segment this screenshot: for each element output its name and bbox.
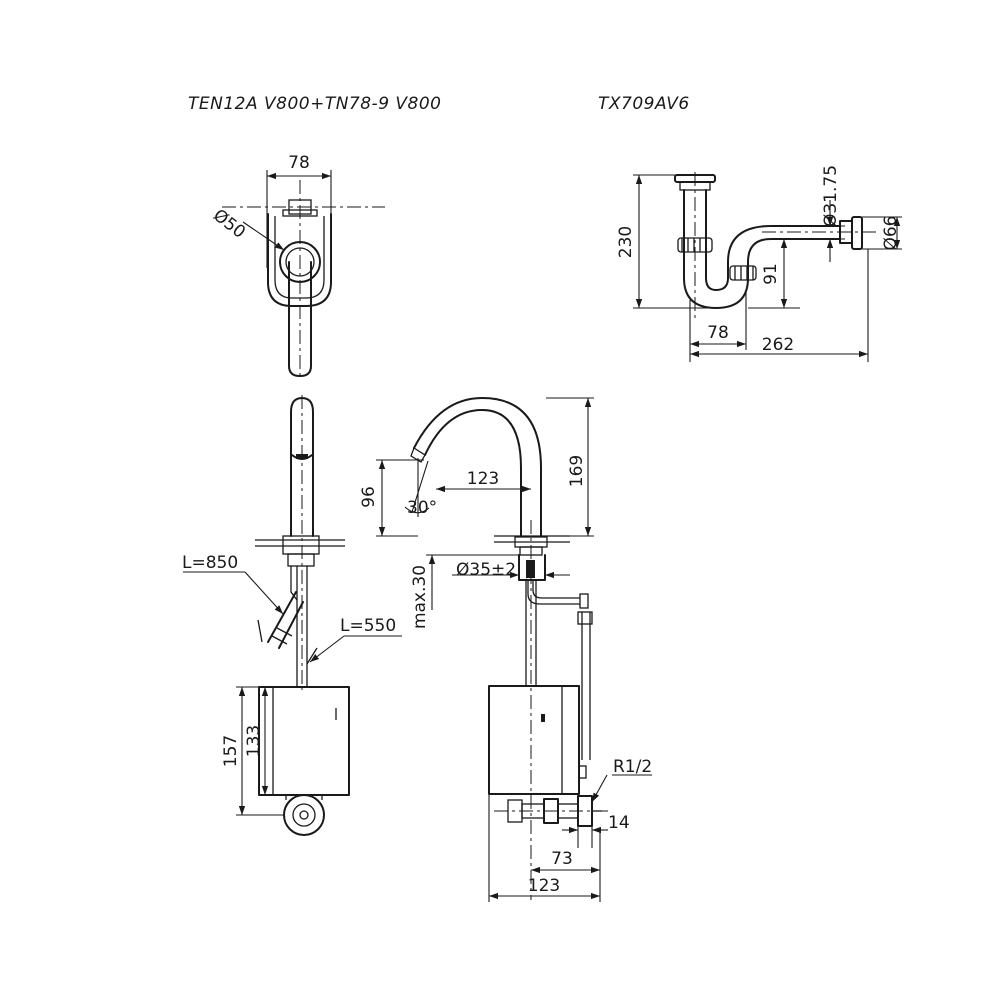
box-height-inner-label: 133 (244, 725, 264, 757)
thread-label: R1/2 (613, 757, 652, 777)
trap-model-title: TX709AV6 (598, 94, 690, 114)
box-height-outer-label: 157 (221, 735, 241, 767)
valve-distance-label: 73 (551, 849, 573, 869)
valve-offset-label: 14 (608, 813, 630, 833)
trap-flange-diameter-label: Ø66 (881, 215, 901, 250)
spout-reach-label: 123 (467, 469, 499, 489)
counter-max-label: max.30 (410, 565, 430, 629)
hose-short-label: L=550 (340, 616, 396, 636)
top-diameter-label: Ø50 (209, 205, 249, 242)
faucet-side-view (376, 397, 652, 902)
trap-length-label: 262 (762, 335, 794, 355)
spout-angle-label: 30° (407, 498, 437, 518)
trap-drop-label: 91 (761, 263, 781, 285)
trap-height-label: 230 (616, 226, 636, 258)
total-height-label: 169 (567, 455, 587, 487)
hose-long-label: L=850 (182, 553, 238, 573)
top-width-label: 78 (288, 153, 310, 173)
box-width-label: 123 (528, 876, 560, 896)
faucet-model-title: TEN12A V800+TN78-9 V800 (188, 94, 442, 114)
p-trap-drawing (633, 172, 902, 362)
faucet-top-view (222, 170, 385, 380)
faucet-front-view (183, 395, 402, 836)
trap-pipe-diameter-label: Ø31.75 (821, 165, 841, 227)
hole-diameter-label: Ø35±2 (456, 560, 516, 580)
spout-height-label: 96 (359, 486, 379, 508)
trap-width-label: 78 (707, 323, 729, 343)
